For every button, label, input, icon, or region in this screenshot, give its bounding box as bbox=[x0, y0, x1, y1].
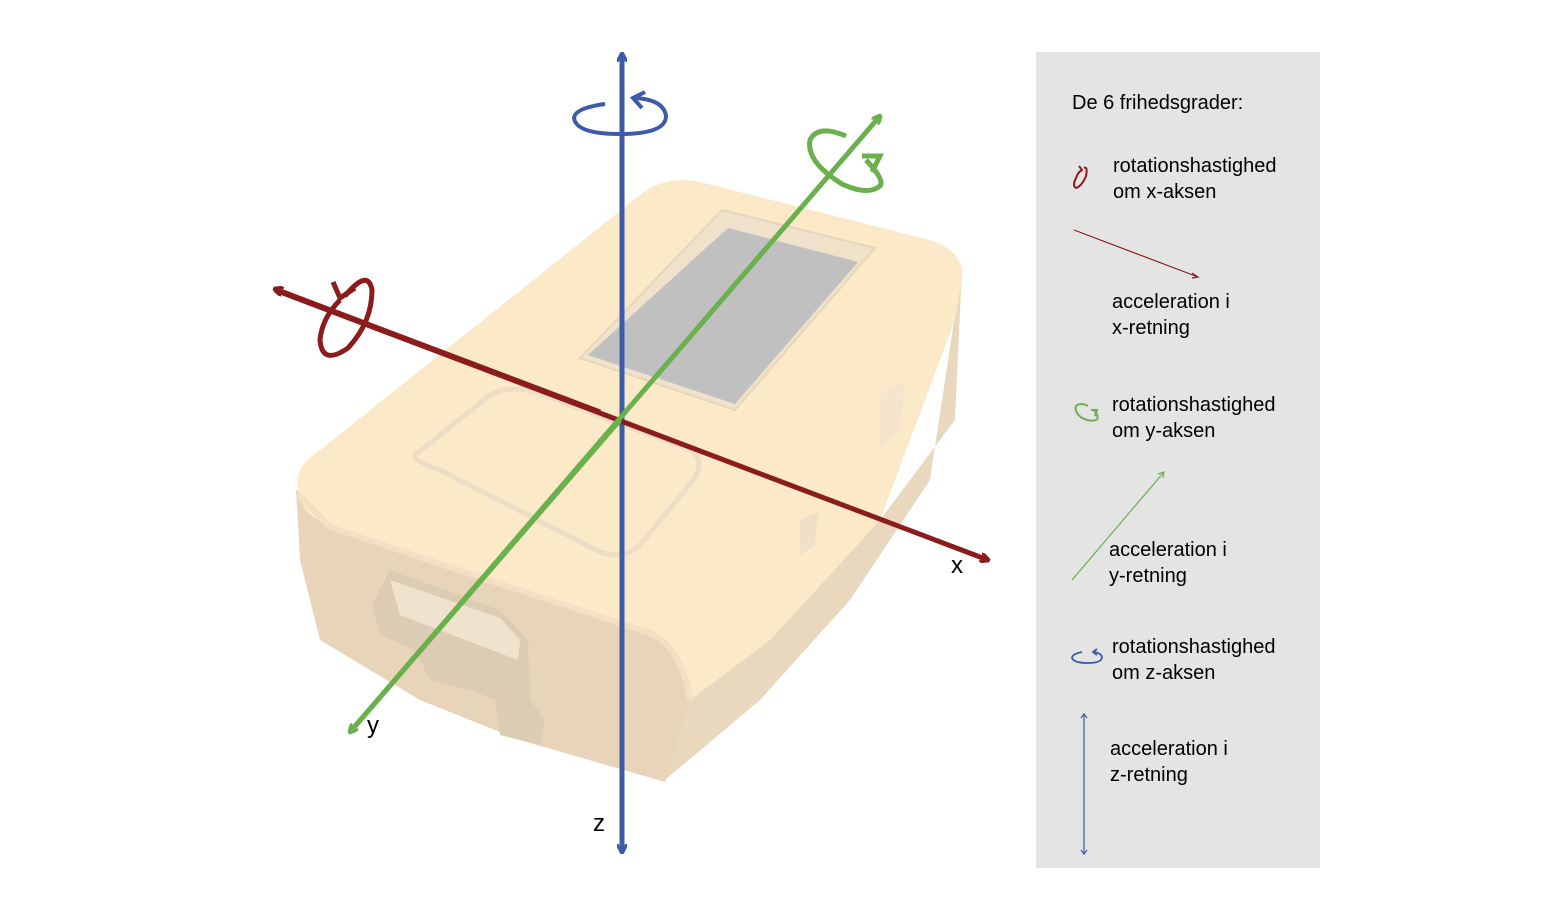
y-axis-label: y bbox=[367, 712, 379, 739]
acceleration-z-icon bbox=[1080, 713, 1088, 855]
legend-title: De 6 frihedsgrader: bbox=[1072, 92, 1244, 114]
y-rotation-arrow bbox=[807, 128, 884, 193]
legend-item-line2: y-retning bbox=[1109, 565, 1187, 587]
y-axis-front-arrow bbox=[350, 418, 622, 732]
legend-panel: De 6 frihedsgrader: rotationshastighed o… bbox=[1036, 52, 1320, 868]
legend-item-acceleration-x: acceleration i x-retning bbox=[1112, 289, 1230, 341]
legend-item-line2: z-retning bbox=[1110, 764, 1188, 786]
legend-item-rotation-z: rotationshastighed om z-aksen bbox=[1112, 634, 1275, 686]
acceleration-y-icon bbox=[1071, 471, 1165, 581]
legend-item-rotation-y: rotationshastighed om y-aksen bbox=[1112, 392, 1275, 444]
x-axis-label: x bbox=[951, 552, 963, 579]
device-illustration bbox=[295, 180, 963, 782]
legend-item-line1: rotationshastighed bbox=[1112, 636, 1276, 658]
z-rotation-arrow bbox=[571, 96, 669, 137]
legend-item-line1: rotationshastighed bbox=[1113, 155, 1277, 177]
z-axis-label: z bbox=[593, 810, 605, 837]
legend-item-line1: acceleration i bbox=[1112, 291, 1230, 313]
x-rotation-arrow bbox=[317, 278, 375, 358]
acceleration-x-icon bbox=[1073, 229, 1200, 279]
legend-item-line2: om x-aksen bbox=[1113, 181, 1217, 203]
legend-item-line2: x-retning bbox=[1112, 317, 1190, 339]
legend-item-line1: acceleration i bbox=[1110, 738, 1228, 760]
rotation-y-icon bbox=[1074, 403, 1099, 422]
rotation-x-icon bbox=[1073, 165, 1088, 190]
rotation-z-icon bbox=[1071, 648, 1103, 664]
legend-item-acceleration-z: acceleration i z-retning bbox=[1110, 736, 1228, 788]
legend-item-rotation-x: rotationshastighed om x-aksen bbox=[1113, 153, 1276, 205]
legend-item-line1: rotationshastighed bbox=[1112, 394, 1276, 416]
legend-item-acceleration-y: acceleration i y-retning bbox=[1109, 537, 1227, 589]
legend-item-line1: acceleration i bbox=[1109, 539, 1227, 561]
legend-item-line2: om z-aksen bbox=[1112, 662, 1216, 684]
legend-item-line2: om y-aksen bbox=[1112, 420, 1216, 442]
